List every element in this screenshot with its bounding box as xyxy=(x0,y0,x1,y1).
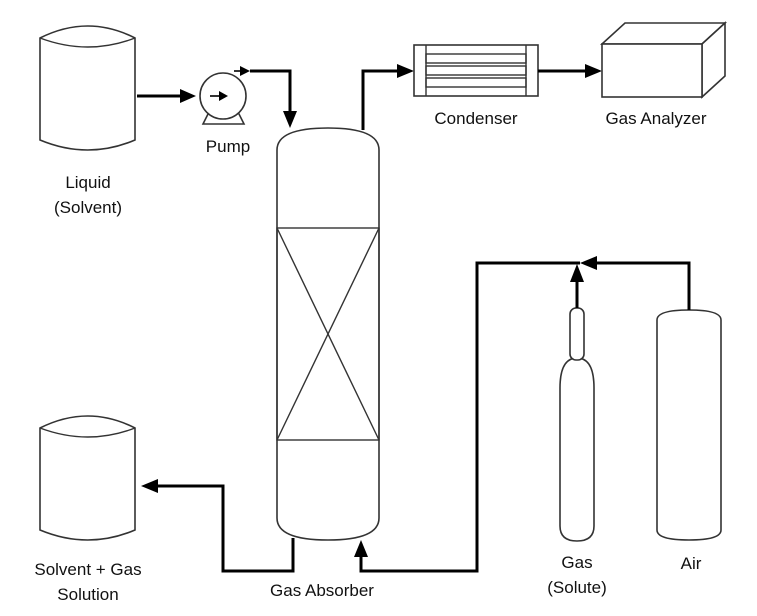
solution-sublabel: Solution xyxy=(57,585,118,604)
liquid-solvent-tank xyxy=(39,25,136,151)
air-label: Air xyxy=(681,554,702,573)
gas-absorber-label: Gas Absorber xyxy=(270,581,374,600)
gas-absorber-column xyxy=(276,127,380,541)
pipe-absorber-to-solution xyxy=(141,479,295,573)
air-cylinder xyxy=(656,309,722,541)
gas-analyzer xyxy=(599,21,728,99)
pipe-air-to-junction xyxy=(580,256,691,310)
liquid-sublabel: (Solvent) xyxy=(54,198,122,217)
solvent-gas-solution-tank xyxy=(39,415,136,541)
pump xyxy=(199,72,247,125)
solution-label: Solvent + Gas xyxy=(34,560,141,579)
gas-label: Gas xyxy=(561,553,592,572)
gas-analyzer-label: Gas Analyzer xyxy=(605,109,706,128)
condenser-label: Condenser xyxy=(434,109,518,128)
condenser xyxy=(413,44,539,97)
liquid-label: Liquid xyxy=(65,173,110,192)
pipe-gas-to-junction xyxy=(570,264,584,308)
pump-label: Pump xyxy=(206,137,250,156)
gas-sublabel: (Solute) xyxy=(547,578,607,597)
pipe-condenser-to-analyzer xyxy=(538,64,602,78)
pipe-junction-to-absorber xyxy=(354,261,580,573)
pipe-absorber-to-condenser xyxy=(361,64,414,130)
gas-solute-cylinder xyxy=(559,307,595,542)
pipe-pump-to-absorber xyxy=(234,66,297,128)
pipe-tank-to-pump xyxy=(137,89,196,103)
